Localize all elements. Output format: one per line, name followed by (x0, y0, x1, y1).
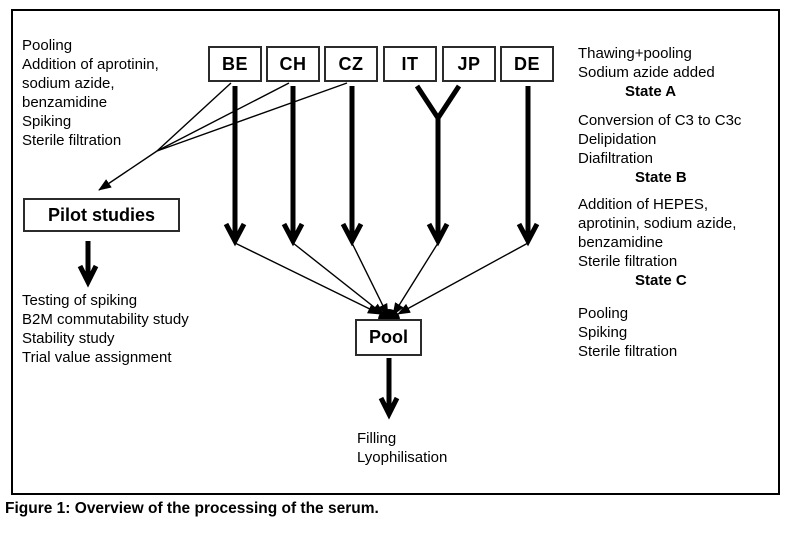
note-line: sodium azide, (22, 75, 115, 92)
source-box-ch: CH (266, 46, 320, 82)
note-line: Conversion of C3 to C3c (578, 112, 742, 129)
source-box-cz: CZ (324, 46, 378, 82)
note-line: Pooling (22, 37, 73, 54)
note-line: Sterile filtration (22, 132, 122, 149)
figure-caption: Figure 1: Overview of the processing of … (5, 500, 379, 517)
source-label: DE (513, 53, 540, 74)
pool-box: Pool (355, 319, 422, 356)
source-box-be: BE (208, 46, 262, 82)
source-label: JP (457, 53, 481, 74)
bottom-notes: Filling Lyophilisation (357, 429, 447, 467)
note-line: Stability study (22, 330, 115, 347)
note-line: Sterile filtration (578, 343, 678, 360)
source-label: BE (221, 53, 248, 74)
note-line: Thawing+pooling (578, 45, 692, 62)
state-a-label: State A (625, 83, 677, 100)
note-line: B2M commutability study (22, 311, 189, 328)
note-line: Filling (357, 430, 397, 447)
note-line: Pooling (578, 305, 629, 322)
note-line: Delipidation (578, 131, 657, 148)
right-notes-final: Pooling Spiking Sterile filtration (578, 304, 677, 361)
state-b-label: State B (635, 169, 687, 186)
note-line: Diafiltration (578, 150, 654, 167)
pool-label: Pool (369, 327, 408, 347)
source-box-it: IT (383, 46, 437, 82)
state-c-label: State C (635, 272, 687, 289)
note-line: Addition of aprotinin, (22, 56, 159, 73)
left-bottom-notes: Testing of spiking B2M commutability stu… (22, 291, 189, 367)
note-line: Sterile filtration (578, 253, 678, 270)
note-line: Spiking (578, 324, 628, 341)
pilot-studies-label: Pilot studies (47, 204, 155, 225)
source-label: IT (401, 53, 419, 74)
source-label: CH (279, 53, 307, 74)
source-box-de: DE (500, 46, 554, 82)
pilot-studies-box: Pilot studies (23, 198, 180, 232)
right-notes-state-b: Conversion of C3 to C3c Delipidation Dia… (578, 111, 741, 187)
note-line: benzamidine (578, 234, 664, 251)
note-line: Sodium azide added (578, 64, 715, 81)
source-label: CZ (338, 53, 364, 74)
note-line: Testing of spiking (22, 292, 138, 309)
note-line: benzamidine (22, 94, 108, 111)
right-notes-state-c: Addition of HEPES, aprotinin, sodium azi… (578, 195, 736, 290)
source-box-jp: JP (442, 46, 496, 82)
note-line: aprotinin, sodium azide, (578, 215, 737, 232)
note-line: Lyophilisation (357, 449, 448, 466)
note-line: Spiking (22, 113, 72, 130)
left-top-notes: Pooling Addition of aprotinin, sodium az… (22, 36, 159, 150)
right-notes-state-a: Thawing+pooling Sodium azide added State… (578, 44, 715, 101)
note-line: Trial value assignment (22, 349, 172, 366)
note-line: Addition of HEPES, (578, 196, 709, 213)
